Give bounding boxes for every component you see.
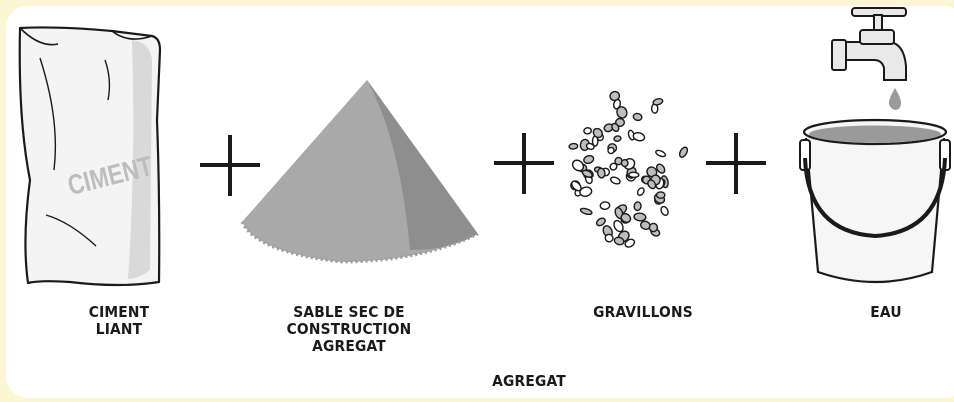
plus-icon (494, 133, 554, 194)
pebble (596, 167, 606, 179)
pebble (592, 127, 603, 139)
pebble (620, 212, 632, 224)
pebble (655, 149, 667, 158)
caption-ciment: CIMENT LIANT (68, 304, 169, 338)
gravel-icon (568, 90, 689, 248)
pebble (655, 191, 666, 200)
pebble (599, 201, 611, 211)
pebble (620, 159, 629, 168)
bucket-icon (799, 118, 951, 284)
pebble (613, 135, 622, 142)
caption-line: SABLE SEC DE (293, 303, 405, 321)
plus-icon (200, 135, 260, 196)
cement-bag-icon: CIMENT (18, 26, 162, 287)
pebble (678, 146, 689, 158)
diagram-panel (6, 6, 954, 398)
pebble (610, 176, 621, 185)
caption-line: LIANT (95, 320, 143, 338)
pebble (583, 154, 595, 165)
pebble (628, 171, 640, 179)
pebble (579, 207, 593, 216)
caption-eau: EAU (858, 304, 913, 321)
pebble (648, 222, 659, 233)
water-drop-icon (888, 88, 901, 110)
pebble (571, 159, 585, 172)
faucet-icon (831, 7, 907, 81)
caption-line: GRAVILLONS (593, 303, 693, 321)
caption-line: CIMENT (88, 303, 150, 321)
caption-gravillons: GRAVILLONS (580, 304, 705, 321)
pebble (613, 219, 624, 233)
caption-line: CONSTRUCTION (286, 320, 412, 338)
pebble (604, 233, 614, 243)
pebble (581, 169, 593, 178)
pebble (647, 179, 657, 190)
pebble (609, 90, 621, 102)
pebble (636, 187, 645, 196)
pebble (632, 112, 643, 122)
pebble (616, 106, 628, 119)
sand-pile-icon (240, 80, 479, 264)
pebble (633, 201, 642, 212)
pebble (615, 117, 625, 128)
pebble (611, 122, 620, 132)
caption-line: AGREGAT (312, 337, 386, 355)
pebble (583, 127, 592, 135)
pebble (609, 162, 618, 171)
caption-sable: SABLE SEC DE CONSTRUCTION AGREGAT (285, 304, 414, 355)
pebble (633, 212, 647, 222)
pebble (632, 131, 646, 142)
pebble (660, 205, 669, 216)
pebble (613, 236, 625, 246)
plus-icon (706, 133, 766, 194)
pebble (656, 163, 666, 174)
pebble (607, 146, 615, 155)
caption-agregat-group: AGREGAT (492, 372, 566, 390)
pebble (624, 238, 636, 248)
caption-line: EAU (870, 303, 902, 321)
pebble (652, 98, 664, 106)
pebble (579, 186, 593, 197)
pebble (595, 217, 606, 227)
pebble (568, 142, 579, 150)
pebble (585, 142, 595, 151)
